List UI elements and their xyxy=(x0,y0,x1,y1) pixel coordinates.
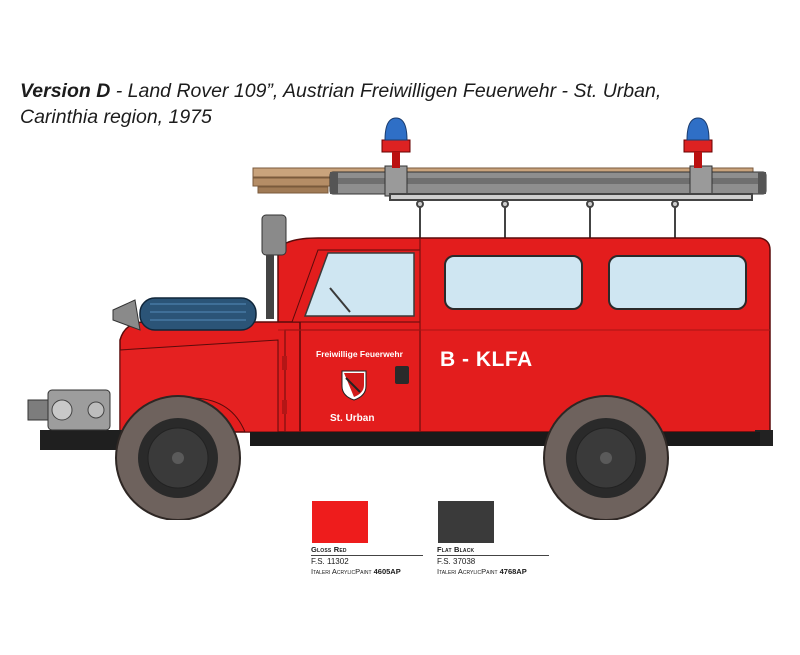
swatch-code: 4768AP xyxy=(499,567,527,576)
swatch-paint-code: Italeri AcrylicPaint 4768AP xyxy=(437,567,552,576)
registration-plate-text: B - KLFA xyxy=(440,348,533,371)
flat-black-swatch xyxy=(438,501,494,543)
swatch-paint-code: Italeri AcrylicPaint 4605AP xyxy=(311,567,426,576)
roof-hose-rack xyxy=(329,165,767,197)
rear-wheel xyxy=(543,395,669,520)
door-decal-town: St. Urban xyxy=(330,413,374,424)
swatch-name: Flat Black xyxy=(437,545,549,556)
land-rover-profile-illustration: Freiwillige Feuerwehr St. Urban B - KLFA xyxy=(27,117,773,520)
rear-chassis xyxy=(660,432,760,446)
swatch-fs-code: F.S. 11302 xyxy=(311,557,349,566)
front-winch xyxy=(27,389,140,450)
blue-beacon-left xyxy=(381,117,411,168)
spare-tire xyxy=(139,297,257,331)
gloss-red-swatch xyxy=(312,501,368,543)
swatch-brand: Italeri AcrylicPaint xyxy=(311,567,374,576)
roof-rack xyxy=(389,193,753,242)
swatch-code: 4605AP xyxy=(373,567,401,576)
front-wheel xyxy=(115,395,241,520)
coat-of-arms-emblem xyxy=(341,370,367,401)
swatch-brand: Italeri AcrylicPaint xyxy=(437,567,500,576)
swatch-name: Gloss Red xyxy=(311,545,423,556)
version-label: Version D xyxy=(20,80,111,102)
version-caption: Version D - Land Rover 109”, Austrian Fr… xyxy=(20,78,720,130)
chassis-rail xyxy=(250,432,555,446)
spotlight xyxy=(112,214,287,331)
door-decal-text: Freiwillige Feuerwehr xyxy=(316,349,404,359)
flat-black-legend: Flat Black F.S. 37038 Italeri AcrylicPai… xyxy=(437,545,552,576)
gloss-red-legend: Gloss Red F.S. 11302 Italeri AcrylicPain… xyxy=(311,545,426,576)
blue-beacon-right xyxy=(683,117,713,168)
swatch-fs-code: F.S. 37038 xyxy=(437,557,476,566)
caption-line2: Carinthia region, 1975 xyxy=(20,106,212,128)
caption-line1: - Land Rover 109”, Austrian Freiwilligen… xyxy=(110,80,662,102)
